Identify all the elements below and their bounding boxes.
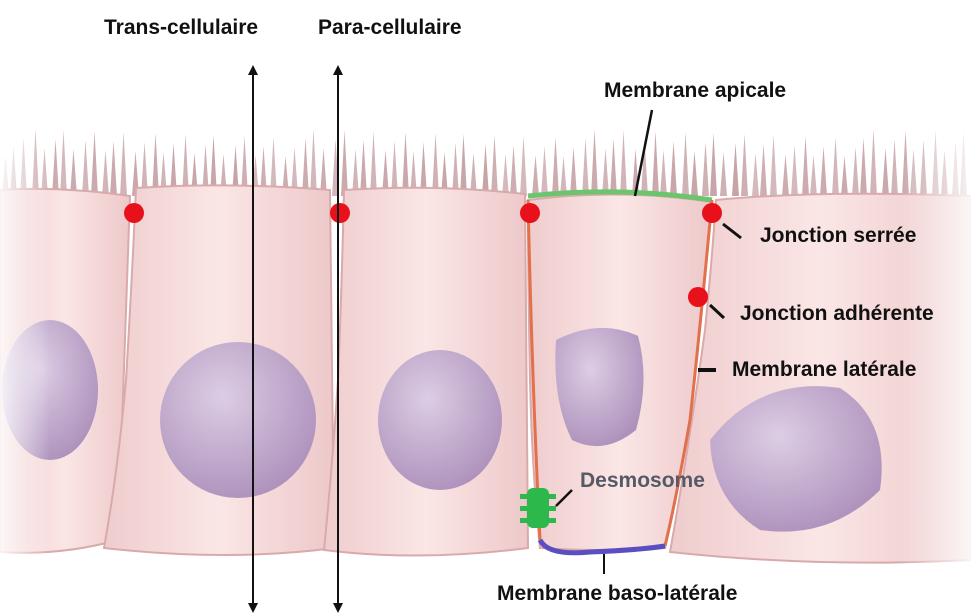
microvillus [741, 134, 748, 196]
microvillus [532, 155, 539, 196]
nucleus [378, 350, 502, 490]
tight-junction-dot [520, 203, 540, 223]
nucleus [160, 342, 316, 498]
microvillus [91, 131, 98, 196]
microvillus [702, 142, 709, 196]
microvillus [341, 130, 348, 196]
label-membrane-laterale: Membrane latérale [732, 359, 916, 380]
microvillus [720, 152, 727, 196]
microvillus [552, 137, 559, 196]
label-membrane-baso-laterale: Membrane baso-latérale [497, 583, 737, 604]
microvillus [760, 144, 767, 196]
microvillus [810, 155, 817, 196]
microvillus [660, 150, 667, 196]
microvillus [370, 131, 377, 196]
microvilli-brush-border [2, 129, 967, 196]
microvillus [560, 156, 567, 196]
microvillus [770, 135, 777, 196]
adherens-junction-dot [688, 287, 708, 307]
microvillus [60, 130, 67, 196]
tight-junction-dot [702, 203, 722, 223]
microvillus [402, 132, 409, 196]
microvillus [891, 139, 898, 196]
microvillus [541, 146, 548, 196]
label-membrane-apicale: Membrane apicale [604, 80, 786, 101]
microvillus [82, 140, 89, 196]
microvillus [591, 129, 598, 196]
nucleus [555, 328, 643, 446]
microvillus [432, 133, 439, 196]
microvillus [491, 135, 498, 196]
microvillus [310, 129, 317, 196]
microvillus [870, 129, 877, 196]
microvillus [652, 131, 659, 196]
microvillus [682, 132, 689, 196]
microvillus [791, 145, 798, 196]
microvillus [110, 141, 117, 196]
microvillus [482, 144, 489, 196]
microvillus [502, 154, 509, 196]
microvillus [102, 150, 109, 196]
tight-junction-dot [124, 203, 144, 223]
tight-junction-dot [330, 203, 350, 223]
microvillus [802, 136, 809, 196]
microvillus [52, 139, 59, 196]
label-trans-cellulaire: Trans-cellulaire [104, 17, 258, 38]
microvillus [782, 154, 789, 196]
microvillus [691, 151, 698, 196]
microvillus [120, 132, 127, 196]
cell-left [104, 185, 334, 555]
label-desmosome: Desmosome [580, 470, 705, 491]
microvillus [841, 156, 848, 196]
microvillus [520, 136, 527, 196]
microvillus [710, 133, 717, 196]
label-para-cellulaire: Para-cellulaire [318, 17, 462, 38]
microvillus [882, 148, 889, 196]
microvillus [620, 130, 627, 196]
microvillus [820, 146, 827, 196]
cell-middle [324, 188, 528, 556]
microvillus [360, 140, 367, 196]
microvillus [460, 134, 467, 196]
microvillus [752, 153, 759, 196]
microvillus [610, 139, 617, 196]
microvillus [70, 149, 77, 196]
microvillus [510, 145, 517, 196]
microvillus [670, 141, 677, 196]
microvillus [570, 147, 577, 196]
microvillus [832, 137, 839, 196]
label-jonction-adherente: Jonction adhérente [740, 303, 934, 324]
microvillus [602, 148, 609, 196]
label-jonction-serree: Jonction serrée [760, 225, 916, 246]
microvillus [860, 138, 867, 196]
microvillus [732, 143, 739, 196]
microvillus [852, 147, 859, 196]
desmosome-icon [520, 488, 556, 528]
microvillus [582, 138, 589, 196]
